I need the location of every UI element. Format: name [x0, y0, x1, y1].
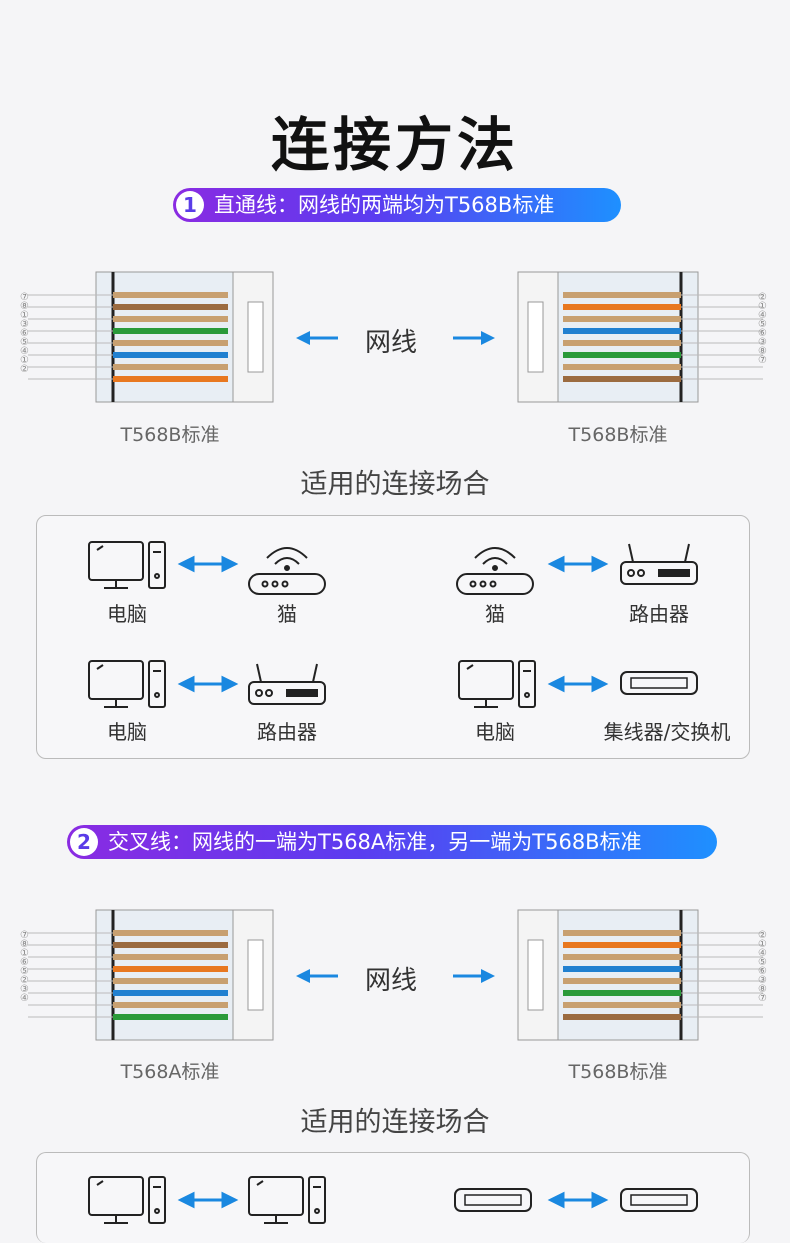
device-label: 电脑	[475, 720, 515, 744]
section1-banner: 1 直通线：网线的两端均为T568B标准	[173, 188, 621, 222]
section1-usage-box: 电脑 猫 猫 路由器 电脑 路由器 电脑 集线器/交换机	[36, 515, 750, 759]
switch-icon	[620, 1188, 698, 1212]
device-label: 猫	[277, 602, 297, 626]
section2-number: 2	[70, 828, 98, 856]
section2-subtitle: 适用的连接场合	[300, 1107, 490, 1138]
device-label: 集线器/交换机	[603, 720, 731, 744]
switch-icon	[454, 1188, 532, 1212]
page-title: 连接方法	[270, 111, 519, 179]
section1-label: 直通线：网线的两端均为T568B标准	[214, 193, 555, 217]
double-arrow-icon	[547, 675, 609, 693]
double-arrow-icon	[177, 1191, 239, 1209]
computer-icon	[248, 1176, 326, 1224]
section1-right-standard: T568B标准	[568, 424, 668, 446]
section1-number: 1	[176, 191, 204, 219]
section2-right-standard: T568B标准	[568, 1061, 668, 1083]
computer-icon	[88, 541, 166, 589]
device-label: 路由器	[257, 720, 317, 744]
arrow-left-icon	[296, 969, 338, 983]
left-connector	[28, 271, 274, 403]
computer-icon	[458, 660, 536, 708]
modem-icon	[248, 547, 326, 595]
double-arrow-icon	[177, 675, 239, 693]
section2-left-standard: T568A标准	[120, 1061, 220, 1083]
modem-icon	[456, 547, 534, 595]
computer-icon	[88, 1176, 166, 1224]
right-connector	[517, 271, 763, 403]
section1-left-standard: T568B标准	[120, 424, 220, 446]
section2-label: 交叉线：网线的一端为T568A标准，另一端为T568B标准	[108, 830, 642, 854]
section2-connectors	[28, 909, 763, 1041]
arrow-left-icon	[296, 331, 338, 345]
device-label: 电脑	[107, 602, 147, 626]
arrow-right-icon	[453, 969, 495, 983]
section2-usage-icons	[88, 1176, 698, 1224]
left-connector	[28, 909, 274, 1041]
right-connector	[517, 909, 763, 1041]
router-icon	[620, 543, 698, 585]
section2-cable-label: 网线	[365, 966, 418, 996]
computer-icon	[88, 660, 166, 708]
arrow-right-icon	[453, 331, 495, 345]
section1-connectors	[28, 271, 763, 403]
section1-cable-label: 网线	[365, 328, 418, 358]
device-label: 猫	[485, 602, 505, 626]
double-arrow-icon	[547, 1191, 609, 1209]
device-label: 路由器	[629, 602, 689, 626]
double-arrow-icon	[177, 555, 239, 573]
section2-banner: 2 交叉线：网线的一端为T568A标准，另一端为T568B标准	[67, 825, 717, 859]
section1-subtitle: 适用的连接场合	[300, 469, 490, 500]
section2-usage-box	[36, 1152, 750, 1243]
device-label: 电脑	[107, 720, 147, 744]
switch-icon	[620, 671, 698, 695]
router-icon	[248, 663, 326, 705]
section1-usage-icons	[88, 541, 698, 708]
double-arrow-icon	[547, 555, 609, 573]
